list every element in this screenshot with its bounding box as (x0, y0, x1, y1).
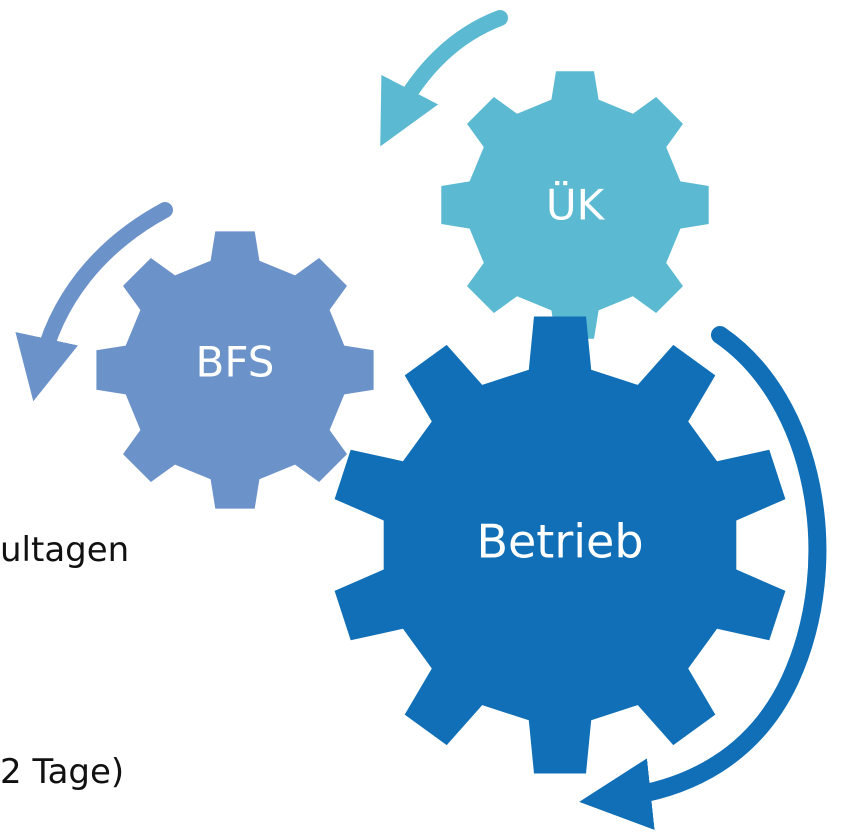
uk-gear-label: ÜK (546, 180, 606, 230)
betrieb-gear (334, 316, 786, 774)
uk-gear (441, 71, 709, 339)
bfs-rotation-arrow (15, 202, 173, 402)
betrieb-gear-label: Betrieb (476, 515, 643, 569)
uk-rotation-arrow (380, 10, 508, 147)
background-text-line-2: 2 Tage) (0, 752, 125, 792)
background-text-line-1: ultagen (0, 530, 130, 570)
bfs-gear-label: BFS (196, 338, 275, 387)
bfs-gear (96, 231, 374, 509)
betrieb-rotation-arrow (579, 326, 827, 830)
